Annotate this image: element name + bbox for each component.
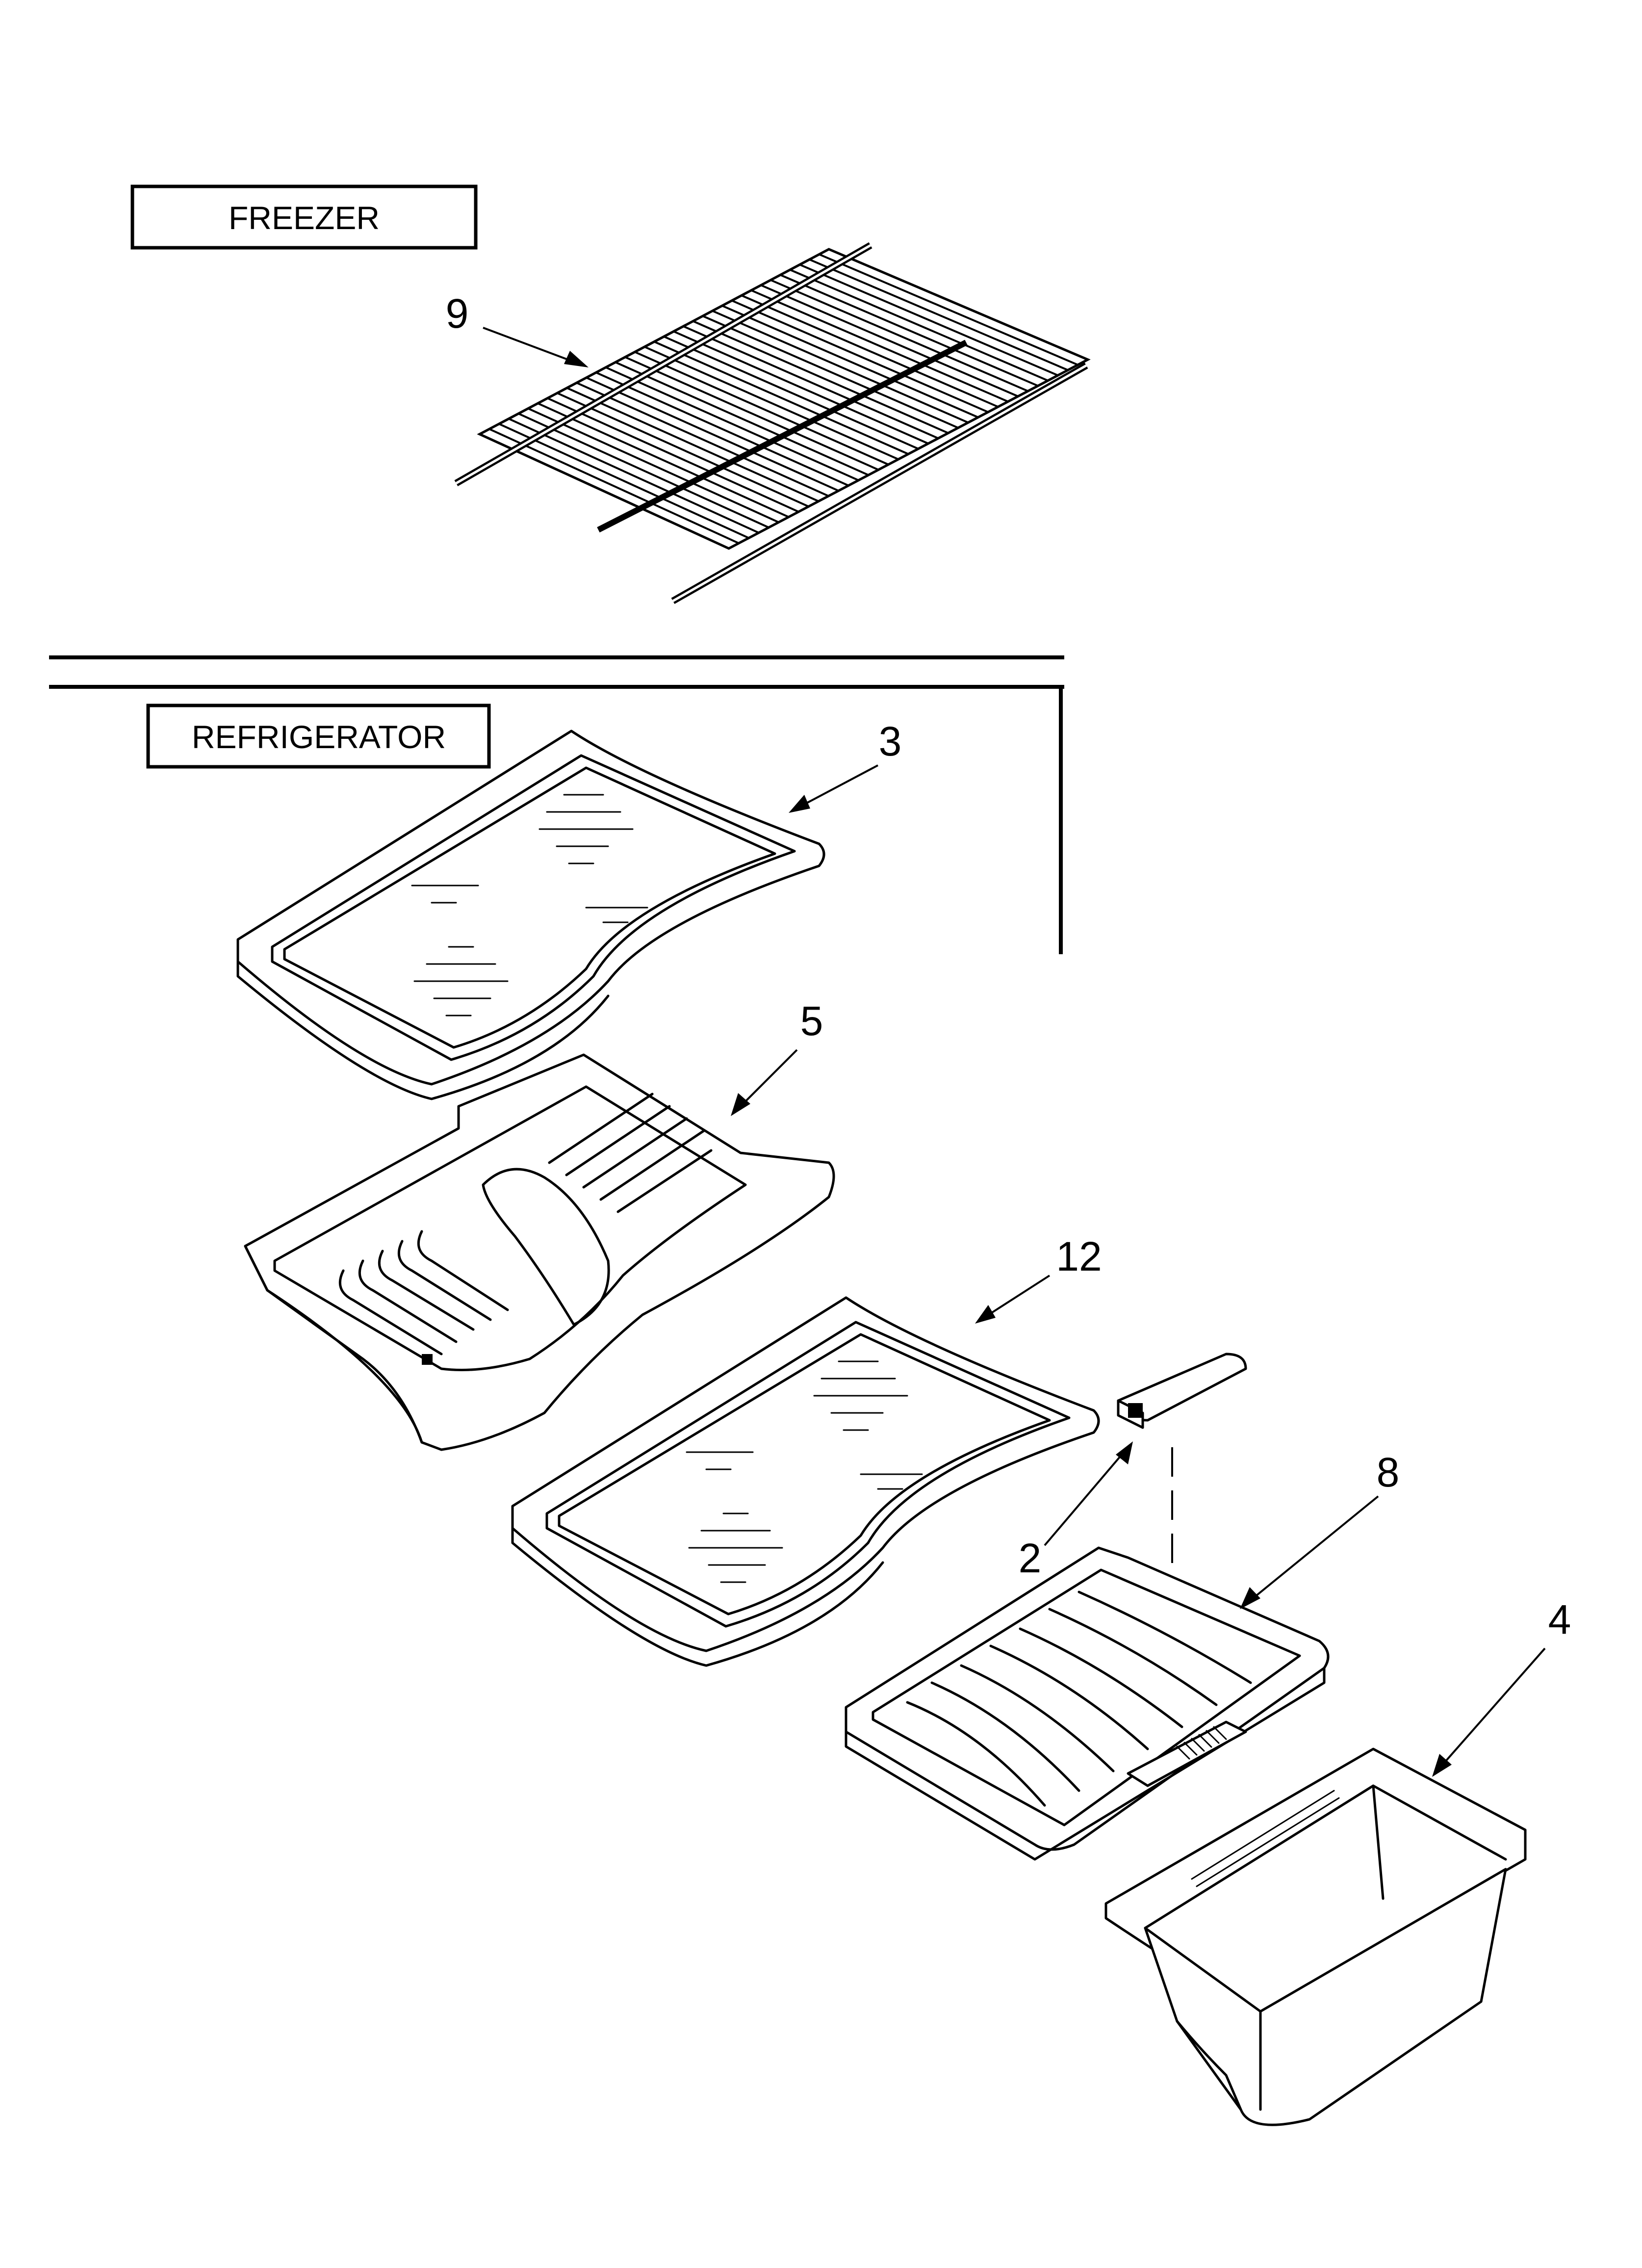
wire-rod	[770, 279, 1028, 392]
section-divider	[49, 655, 1064, 954]
callout-3-number: 3	[879, 718, 902, 764]
pan-part-5	[244, 1053, 835, 1451]
wire-rod	[712, 310, 969, 424]
crisper-cover-part-8	[845, 1546, 1330, 1861]
wire-rod	[576, 382, 829, 497]
wire-rod	[741, 294, 999, 408]
slider-part-2	[1117, 1353, 1247, 1429]
wire-rod	[673, 330, 929, 444]
wire-rod	[702, 315, 959, 429]
wire-shelf-part-9	[454, 242, 1091, 604]
refrigerator-section-label: REFRIGERATOR	[192, 719, 446, 755]
wire-rod	[731, 299, 989, 413]
wire-rod	[819, 253, 1078, 366]
wire-rod	[654, 340, 909, 455]
wire-rod	[644, 346, 899, 461]
wire-rod	[663, 336, 919, 450]
callout-3: 3	[789, 718, 901, 813]
callout-12: 12	[975, 1233, 1102, 1324]
wire-rod	[634, 351, 889, 466]
callout-12-number: 12	[1056, 1233, 1102, 1279]
glass-shelf-part-3	[236, 730, 825, 1100]
wire-rod	[624, 356, 879, 471]
crisper-drawer-part-4	[1104, 1747, 1527, 2126]
wire-rod	[790, 269, 1049, 382]
wire-rod	[547, 397, 799, 513]
callout-8-number: 8	[1377, 1449, 1400, 1495]
wire-rod	[595, 371, 849, 487]
callout-4: 4	[1432, 1596, 1571, 1777]
wire-rod	[528, 407, 779, 523]
callout-4-number: 4	[1548, 1596, 1571, 1642]
callout-9: 9	[446, 290, 589, 367]
callout-8: 8	[1240, 1449, 1399, 1609]
wire-rod	[750, 289, 1009, 403]
wire-rod	[760, 284, 1019, 397]
wire-rod	[566, 387, 819, 502]
glass-shelf-part-12	[511, 1296, 1100, 1667]
callout-9-number: 9	[446, 290, 469, 337]
freezer-section-label: FREEZER	[229, 200, 380, 236]
wire-rod	[693, 320, 949, 434]
wire-rod	[799, 263, 1058, 376]
freezer-section-box: FREEZER	[130, 184, 478, 250]
wire-rod	[683, 325, 939, 440]
callout-5-number: 5	[800, 998, 823, 1044]
wire-rod	[537, 402, 789, 518]
wire-rod	[518, 413, 770, 529]
wire-rod	[605, 366, 859, 481]
refrigerator-section-box: REFRIGERATOR	[146, 704, 491, 769]
callout-2-number: 2	[1019, 1535, 1042, 1581]
wire-rod	[809, 259, 1069, 371]
wire-rod	[780, 274, 1039, 387]
wire-rod	[586, 376, 839, 492]
wire-rod	[488, 428, 740, 545]
wire-rod	[615, 361, 869, 476]
wire-rod	[498, 423, 749, 539]
wire-rod	[508, 417, 759, 534]
wire-rod	[721, 305, 979, 418]
callout-5: 5	[731, 998, 823, 1116]
wire-rod	[557, 392, 809, 508]
callout-2: 2	[1019, 1441, 1133, 1581]
